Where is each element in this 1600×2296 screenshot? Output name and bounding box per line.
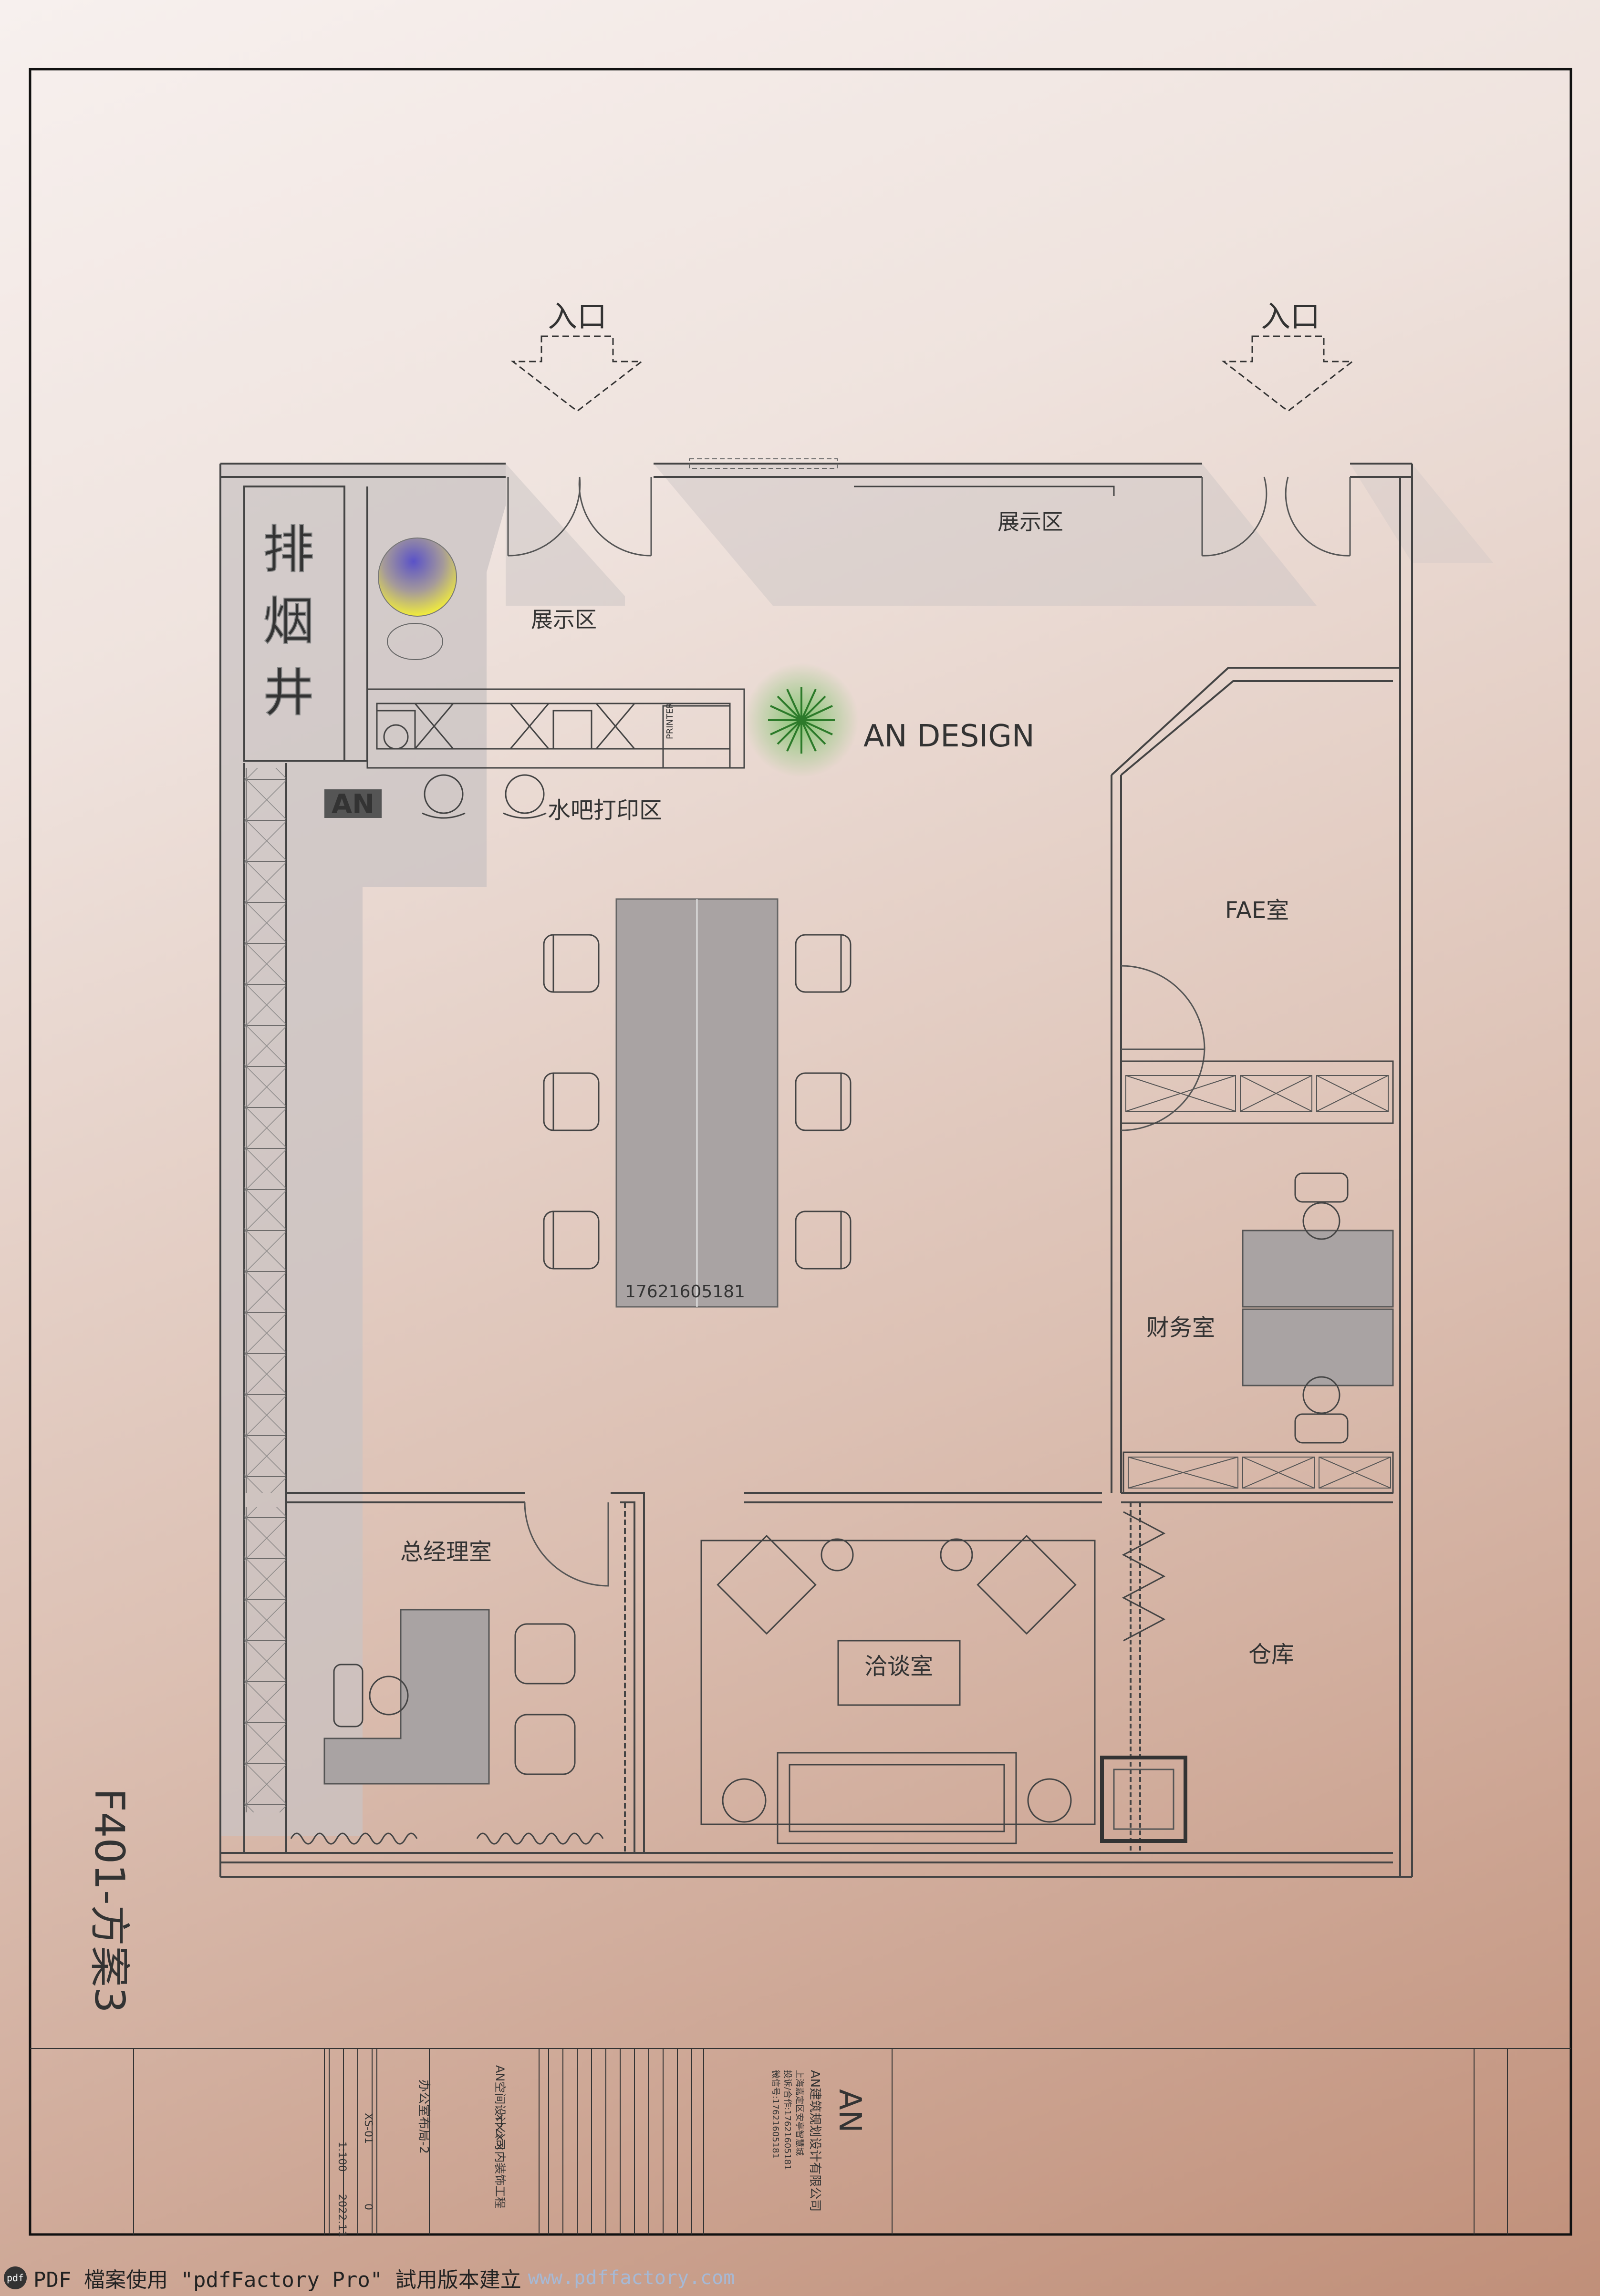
lamp-ring-icon (378, 538, 457, 617)
stool-icon (387, 623, 443, 660)
pdf-notice-link[interactable]: www.pdffactory.com (528, 2267, 735, 2289)
table-text: 17621605181 (625, 1282, 745, 1302)
walls (219, 463, 1413, 1878)
plant-icon (768, 687, 835, 754)
pdf-notice-bar: pdf PDF 檔案使用 "pdfFactory Pro" 試用版本建立 www… (0, 2260, 1600, 2296)
storage-zigzag (1122, 1511, 1166, 1642)
conference-chairs (543, 934, 852, 1270)
finance-chairs (1294, 1172, 1349, 1444)
gm-room-label: 总经理室 (400, 1539, 492, 1565)
entrance-arrow-right (1221, 335, 1355, 412)
printer-label: PRINTER (665, 703, 675, 739)
outer-frame (29, 68, 1572, 2236)
fae-cabinet-xboxes (1125, 1075, 1389, 1112)
entrance-arrow-left (510, 335, 644, 412)
title-block-company: AN建筑规划设计有限公司 (808, 2070, 822, 2212)
gm-chairs (333, 1623, 576, 1775)
left-shelving-lower (244, 1507, 286, 1812)
display-area-top-label: 展示区 (997, 509, 1063, 535)
display-shelf-top (689, 458, 838, 469)
gm-desk (323, 1609, 490, 1785)
title-block-drawing-title: 办公室布局-2 (416, 2079, 431, 2154)
title-block-design-company: AN空间设计公司 (493, 2065, 507, 2150)
finance-cabinet-xboxes (1128, 1457, 1391, 1489)
pdf-icon: pdf (4, 2266, 27, 2289)
lamp-icon (378, 538, 457, 616)
title-block-address: 上海嘉定区安亭智慧城 (794, 2070, 804, 2156)
smoke-shaft-label: 排 烟 井 (262, 520, 315, 724)
title-block-wechat: 微信号:17621605181 (770, 2070, 780, 2159)
finance-cabinet (1122, 1451, 1394, 1494)
title-block-scale: 1:100 (336, 2141, 348, 2172)
display-area-left-label: 展示区 (531, 607, 597, 632)
an-logo-box (324, 789, 382, 818)
gm-door (524, 1502, 609, 1587)
finance-room-label: 财务室 (1146, 1314, 1215, 1341)
display-rail (854, 486, 1115, 496)
plan-title: F401-方案3 (85, 1788, 133, 2013)
fae-cabinet (1120, 1060, 1394, 1124)
smoke-shaft-char-2: 烟 (263, 592, 314, 652)
smoke-shaft-char-1: 排 (263, 520, 314, 580)
title-block-phone: 投诉/合作:17621605181 (782, 2070, 792, 2170)
smoke-shaft-char-3: 井 (263, 663, 314, 723)
pdf-notice-text: PDF 檔案使用 "pdfFactory Pro" 試用版本建立 (33, 2268, 521, 2292)
finance-desks (1242, 1230, 1394, 1386)
meeting-room-label: 洽谈室 (864, 1653, 933, 1680)
bar-stools (422, 774, 547, 819)
title-block-logo: AN (832, 2089, 867, 2133)
entrance-right-label: 入口 (1261, 299, 1320, 334)
storage-box-inner (1113, 1769, 1174, 1830)
an-logo: AN (332, 789, 374, 820)
gm-curtain (290, 1832, 604, 1845)
title-block-drawing-no: XS-01 (362, 2113, 374, 2144)
water-bar-counter (366, 688, 745, 769)
fae-door (1121, 965, 1205, 1131)
title-block-version: 0 (362, 2203, 374, 2210)
entrance-left-label: 入口 (548, 299, 607, 334)
entrance-doors (507, 476, 1351, 557)
title-block-project: ××××内装饰工程 (493, 2113, 507, 2208)
left-shelving (244, 768, 286, 1493)
title-block-date: 2022.11 (336, 2194, 348, 2237)
storage-label: 仓库 (1248, 1641, 1294, 1668)
brand-label: AN DESIGN (863, 719, 1035, 754)
title-block (30, 2048, 1571, 2234)
water-bar-label: 水吧打印区 (548, 797, 662, 824)
meeting-furniture (717, 1535, 1077, 1844)
meeting-rug (700, 1540, 1096, 1825)
fae-room-label: FAE室 (1225, 897, 1289, 924)
storage-box (1100, 1756, 1187, 1843)
